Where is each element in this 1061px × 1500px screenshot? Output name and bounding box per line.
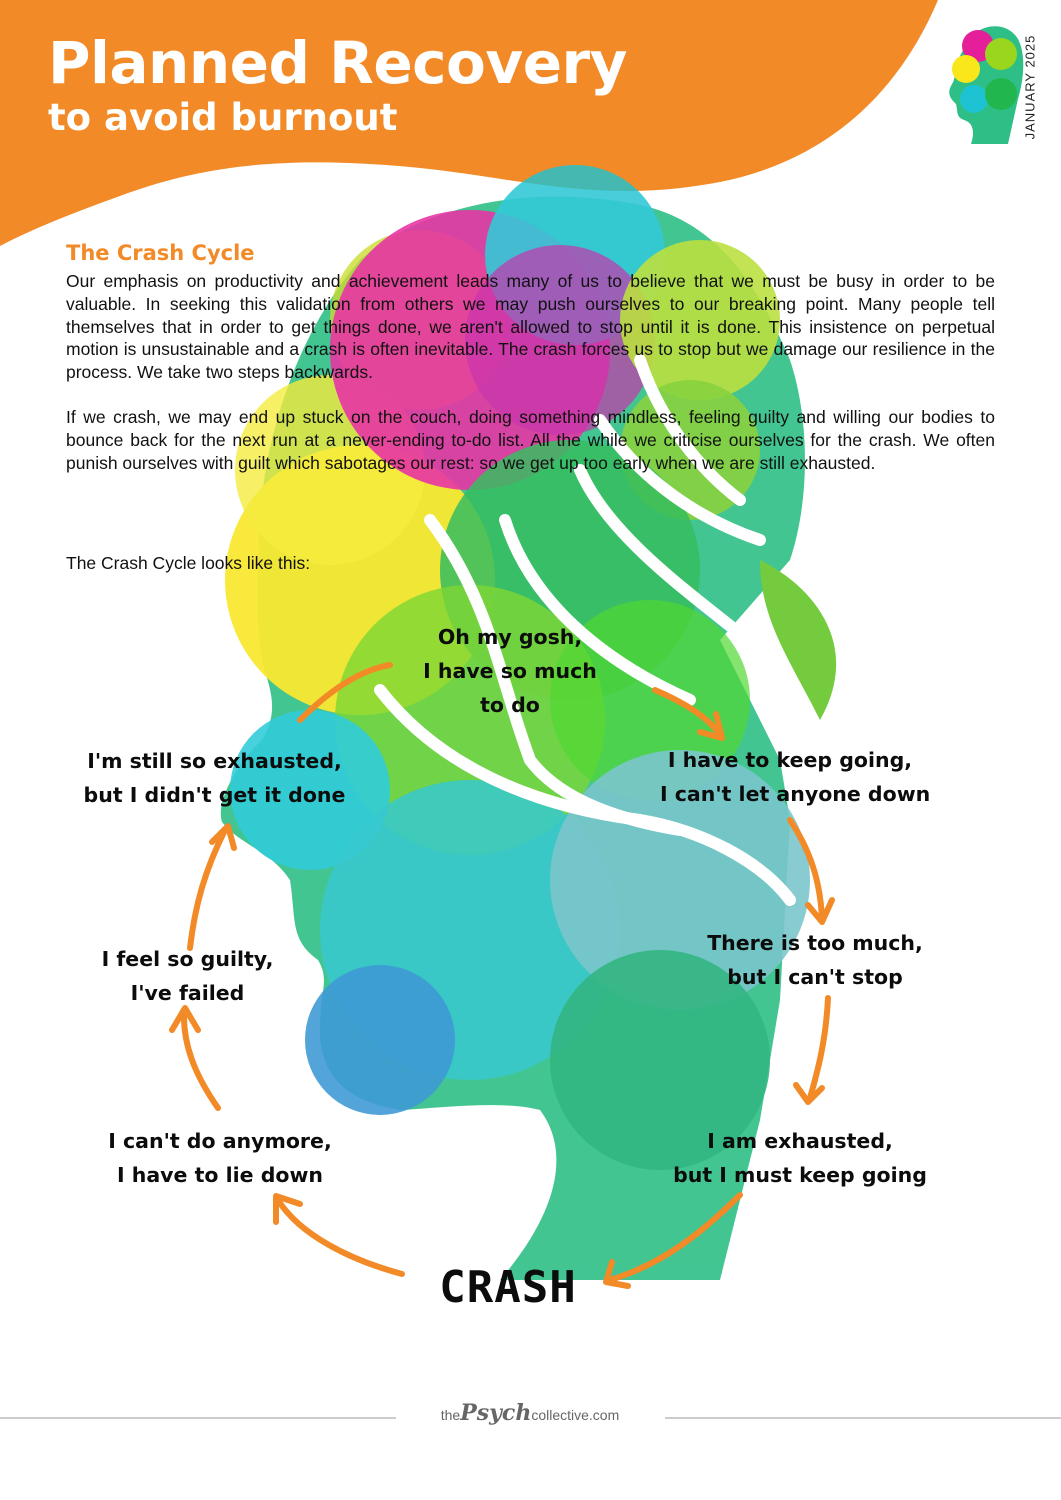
page-title: Planned Recovery (48, 29, 627, 97)
cycle-label-lie-down: I can't do anymore, I have to lie down (108, 1129, 332, 1187)
cycle-label-too-much: There is too much, but I can't stop (707, 931, 923, 989)
header-wave (0, 0, 938, 246)
cycle-label-keep-going: I have to keep going, I can't let anyone… (660, 748, 931, 806)
head-illustration (220, 165, 837, 1281)
cycle-arrows (169, 662, 835, 1289)
cycle-label-top: Oh my gosh, I have so much to do (423, 625, 597, 717)
footer-prefix: the (440, 1407, 461, 1423)
paragraph-lead: The Crash Cycle looks like this: (66, 553, 311, 573)
footer-brand: thePsychcollective.com (395, 1400, 665, 1426)
issue-date: JANUARY 2025 (1012, 30, 1048, 144)
footer-suffix: collective.com (531, 1407, 620, 1423)
cycle-label-guilty: I feel so guilty, I've failed (101, 947, 274, 1005)
page-subtitle: to avoid burnout (48, 96, 398, 139)
issue-date-text: JANUARY 2025 (1022, 34, 1038, 140)
paragraph-crash: If we crash, we may end up stuck on the … (66, 407, 995, 473)
cycle-label-crash: CRASH (439, 1262, 577, 1313)
section-heading: The Crash Cycle (66, 241, 255, 265)
paragraph-intro: Our emphasis on productivity and achieve… (66, 271, 995, 383)
logo-head-icon (949, 26, 1024, 144)
footer-brand-word: Psych (460, 1400, 532, 1426)
cycle-label-exhausted: I am exhausted, but I must keep going (673, 1129, 927, 1187)
cycle-label-still-exhausted: I'm still so exhausted, but I didn't get… (83, 749, 346, 807)
